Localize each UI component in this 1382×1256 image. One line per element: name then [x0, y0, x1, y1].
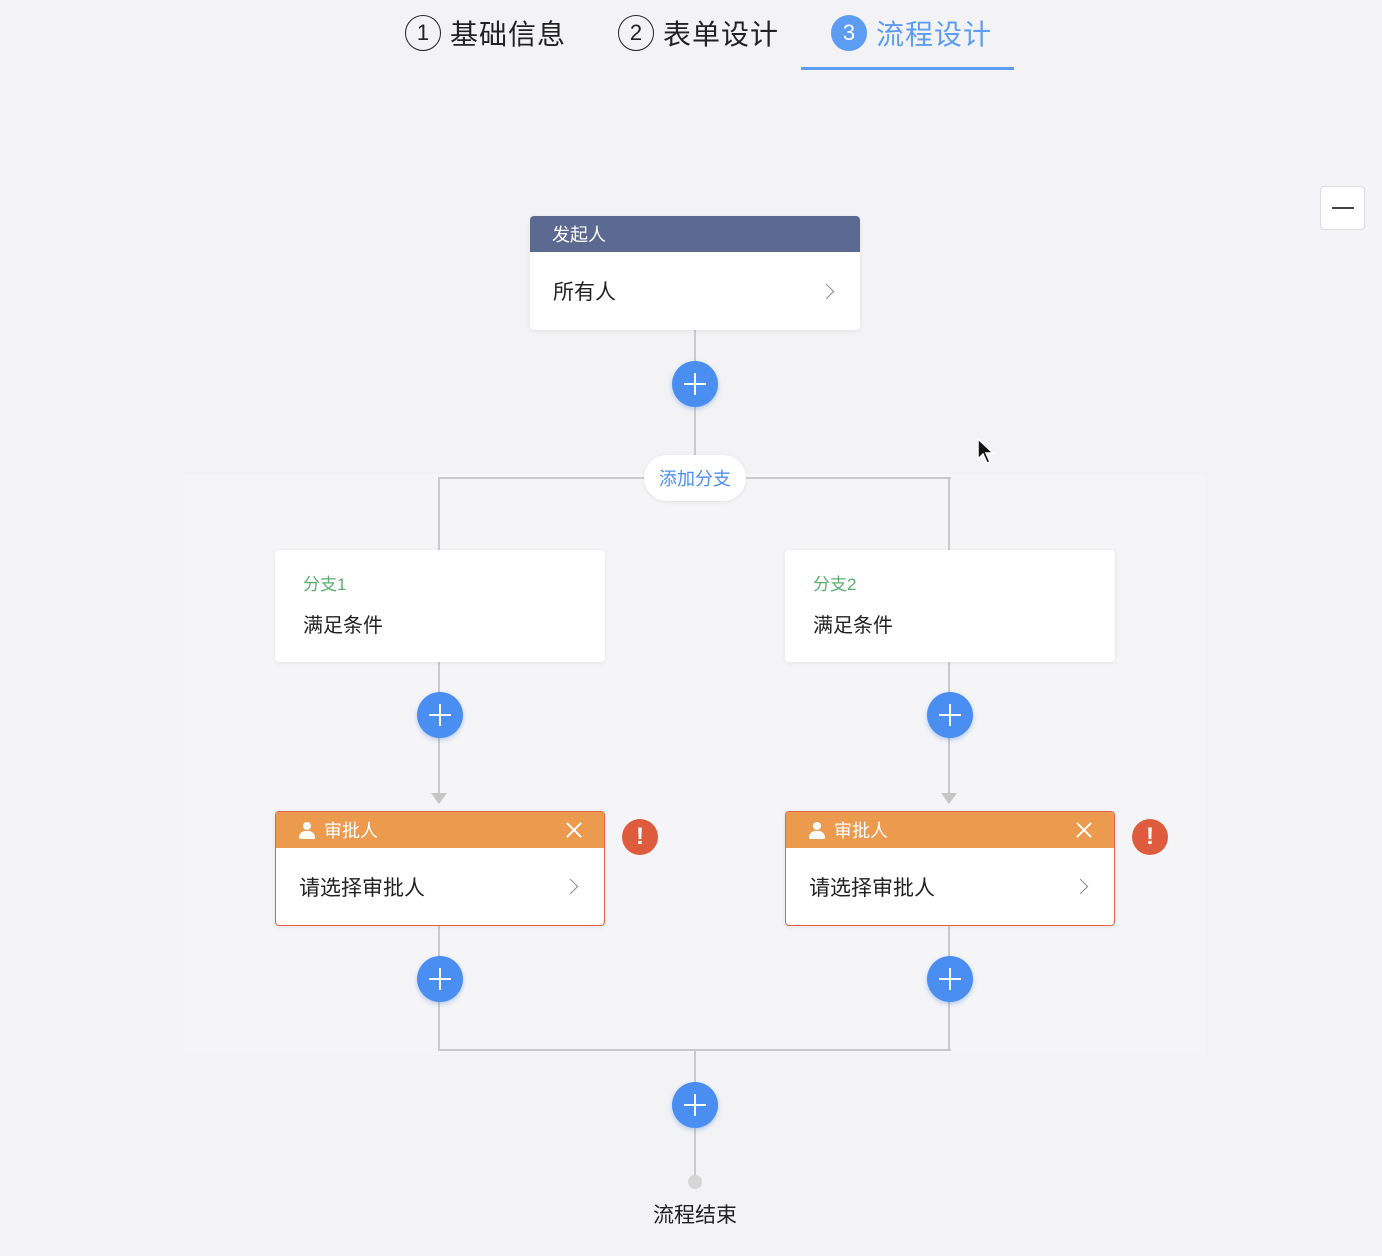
- step-label: 流程设计: [876, 19, 993, 50]
- initiator-node-content: 所有人: [553, 281, 616, 304]
- add-node-button[interactable]: [927, 692, 973, 738]
- add-node-button[interactable]: [672, 361, 718, 407]
- step-number: 2: [618, 15, 654, 51]
- chevron-right-icon: [1072, 878, 1089, 895]
- step-basic-info[interactable]: 1 基础信息: [405, 14, 566, 52]
- approver-node-content: 请选择审批人: [809, 876, 935, 900]
- condition-node-2[interactable]: 分支2 满足条件: [785, 550, 1115, 662]
- step-process-design[interactable]: 3 流程设计: [831, 14, 992, 52]
- add-node-button[interactable]: [417, 956, 463, 1002]
- initiator-node-title: 发起人: [530, 216, 860, 252]
- approver-node-title: 审批人: [834, 821, 888, 841]
- close-icon[interactable]: [566, 822, 582, 838]
- arrow-down-icon: [941, 793, 957, 804]
- minus-icon: [1331, 207, 1354, 209]
- add-branch-button[interactable]: 添加分支: [644, 455, 746, 501]
- step-number: 3: [831, 15, 867, 51]
- user-icon: [298, 821, 316, 839]
- active-step-underline: [801, 67, 1014, 70]
- connector-line: [438, 477, 440, 551]
- approver-node-1[interactable]: 审批人 请选择审批人: [275, 811, 605, 926]
- step-label: 表单设计: [663, 19, 780, 50]
- condition-title: 分支2: [813, 575, 857, 594]
- step-label: 基础信息: [450, 19, 567, 50]
- exclamation-icon: !: [622, 819, 658, 855]
- approver-node-content: 请选择审批人: [299, 876, 425, 900]
- exclamation-icon: !: [1132, 819, 1168, 855]
- arrow-down-icon: [431, 793, 447, 804]
- user-icon: [808, 821, 826, 839]
- condition-desc: 满足条件: [303, 615, 383, 637]
- step-number: 1: [405, 15, 441, 51]
- add-node-button[interactable]: [927, 956, 973, 1002]
- initiator-node[interactable]: 发起人 所有人: [530, 216, 860, 330]
- condition-desc: 满足条件: [813, 615, 893, 637]
- chevron-right-icon: [818, 283, 835, 299]
- close-icon[interactable]: [1076, 822, 1092, 838]
- chevron-right-icon: [562, 878, 579, 895]
- approver-node-title: 审批人: [324, 821, 378, 841]
- mouse-cursor-icon: [977, 438, 995, 464]
- zoom-out-button[interactable]: [1320, 186, 1365, 230]
- add-node-button[interactable]: [417, 692, 463, 738]
- end-dot: [688, 1175, 702, 1189]
- step-form-design[interactable]: 2 表单设计: [618, 14, 779, 52]
- condition-title: 分支1: [303, 575, 347, 594]
- connector-line: [948, 477, 950, 551]
- add-node-button[interactable]: [672, 1082, 718, 1128]
- approver-node-2[interactable]: 审批人 请选择审批人: [785, 811, 1115, 926]
- process-end-label: 流程结束: [653, 1204, 737, 1227]
- condition-node-1[interactable]: 分支1 满足条件: [275, 550, 605, 662]
